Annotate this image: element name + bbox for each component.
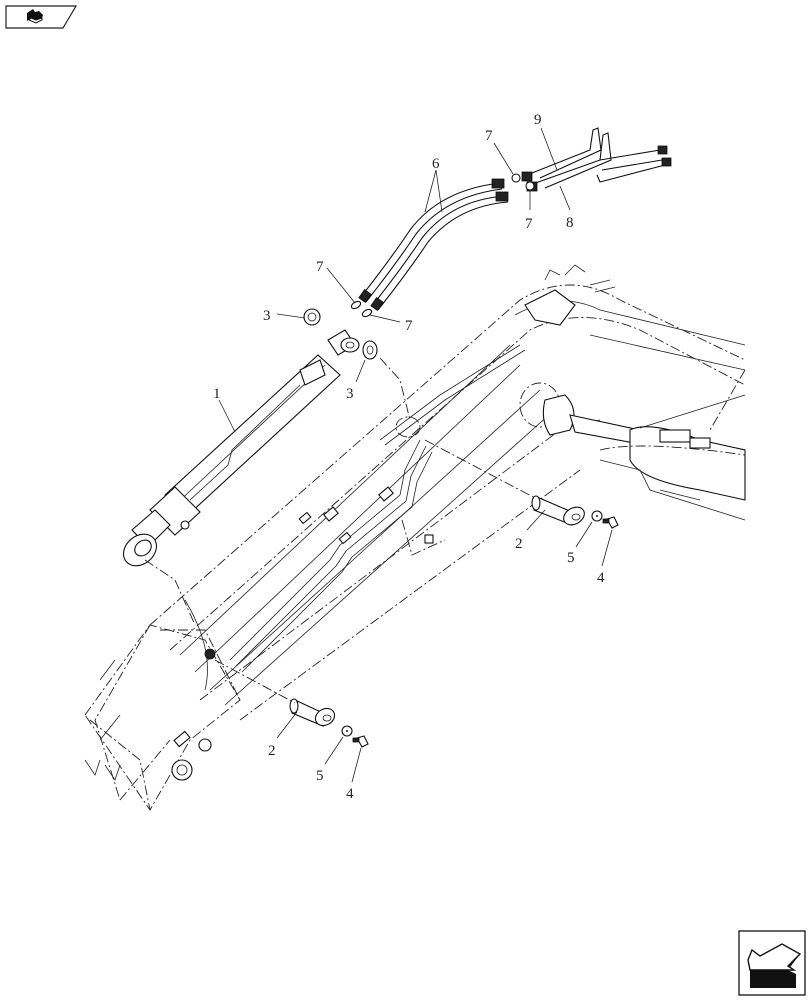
next-page-arrow-icon: [738, 930, 806, 996]
previous-page-button[interactable]: [5, 5, 78, 29]
pin-assembly-lower: [289, 698, 369, 748]
callout-4-upper: 4: [597, 570, 605, 586]
callout-5-lower: 5: [316, 768, 324, 784]
callout-5-upper: 5: [567, 550, 575, 566]
callout-labels: 1 2 2 3 3 4 4 5 5 6 7 7 7 7 8 9: [213, 112, 605, 802]
assembly-lines: [144, 357, 536, 704]
callout-7-top-right: 7: [525, 216, 533, 232]
callout-1: 1: [213, 386, 221, 402]
pin-assembly-upper: [531, 495, 619, 529]
boom-cylinder: [542, 369, 746, 521]
cylinder-part-1: [122, 329, 360, 567]
callout-6: 6: [432, 156, 440, 172]
callout-8: 8: [566, 215, 574, 231]
callout-7-mid-right: 7: [405, 318, 413, 334]
previous-page-arrow-icon: [5, 5, 78, 29]
next-page-button[interactable]: [738, 930, 806, 996]
callout-4-lower: 4: [346, 786, 354, 802]
callout-7-top-left: 7: [485, 128, 493, 144]
small-parts: [303, 173, 535, 360]
callout-3-left: 3: [263, 308, 271, 324]
callout-3-right: 3: [346, 386, 354, 402]
leader-lines: [218, 127, 613, 783]
callout-7-mid-left: 7: [316, 259, 324, 275]
arm-structure: [84, 264, 746, 811]
hoses-part-6: [358, 178, 509, 311]
callout-2-lower: 2: [268, 743, 276, 759]
callout-2-upper: 2: [515, 536, 523, 552]
callout-9: 9: [534, 112, 542, 128]
